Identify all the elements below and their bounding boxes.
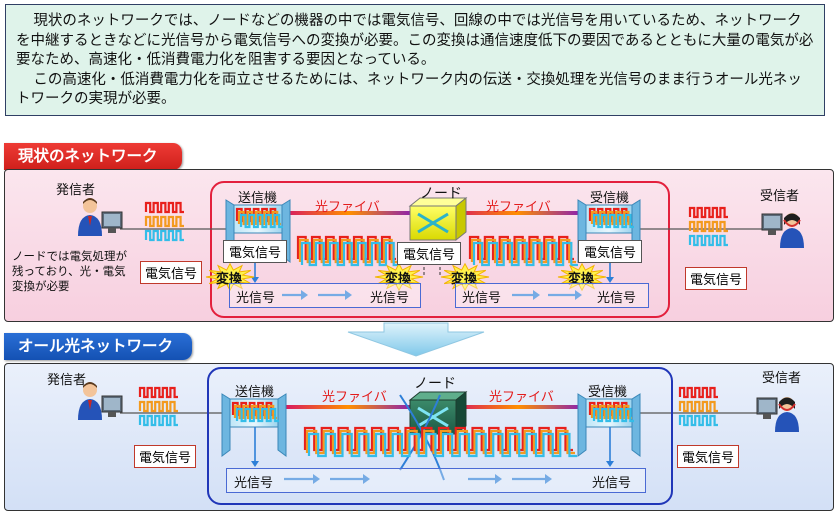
allopt-sender-wave-cyan: [138, 414, 178, 427]
allopt-fiber-right-label: 光ファイバ: [489, 390, 554, 405]
current-elec-sender-box: 電気信号: [140, 261, 203, 284]
current-elec-receiver-box: 電気信号: [685, 267, 748, 290]
current-sender-wave-orange: [144, 215, 184, 228]
allopt-receiver-person-icon: [756, 397, 799, 432]
current-optical-row-right: [455, 283, 649, 308]
current-transmitter-label: 送信機: [238, 191, 278, 206]
intro-paragraph-2: この高速化・低消費電力化を両立させるためには、ネットワーク内の伝送・交換処理を光…: [16, 71, 802, 108]
current-rx-down-arrow-head: [606, 277, 614, 283]
current-network-title: 現状のネットワーク: [4, 143, 182, 170]
current-fiber-wave-left-cyan: [300, 241, 400, 267]
current-arrow-3-head: [533, 290, 540, 300]
allopt-fiber-left-label: 光ファイバ: [322, 390, 387, 405]
current-node-note: ノードでは電気処理が残っており、光・電気変換が必要: [12, 249, 127, 293]
current-sender-person-icon: [78, 198, 123, 236]
current-elec-rx-box: 電気信号: [578, 240, 643, 263]
current-receiver-wave-cyan: [688, 234, 728, 247]
allopt-rx-wave-cyan: [592, 407, 634, 423]
transition-down-arrow: [347, 322, 485, 357]
current-fiber-right: [455, 211, 579, 215]
allopt-receiver-wave-cyan: [678, 414, 718, 427]
conversion-bursts: [205, 262, 607, 292]
allopt-arrow-2-head: [363, 474, 370, 484]
current-sender-wave-red: [144, 201, 184, 214]
current-arrow-4-head: [575, 290, 582, 300]
current-burst-1: [205, 262, 255, 292]
current-fiber-left-label: 光ファイバ: [315, 200, 380, 215]
allopt-network-title: オール光ネットワーク: [4, 333, 192, 360]
allopt-fiber-left: [286, 405, 410, 409]
allopt-elec-receiver-box: 電気信号: [677, 445, 740, 468]
current-rx-wave-cyan: [592, 213, 634, 229]
allopt-fiber-wave-red: [303, 426, 573, 452]
allopt-arrow-1-head: [313, 474, 320, 484]
current-optical-row-left: [229, 283, 421, 308]
allopt-arrow-4-head: [545, 474, 552, 484]
allopt-network-inner-frame: [207, 367, 673, 505]
current-fiber-left: [287, 211, 411, 215]
allopt-rx-down-arrow-head: [606, 461, 614, 467]
intro-paragraph-1: 現状のネットワークでは、ノードなどの機器の中では電気信号、回線の中では光信号を用…: [16, 13, 814, 68]
allopt-optical-row: [226, 468, 646, 493]
allopt-sender-wave-red: [138, 386, 178, 399]
allopt-sender-label: 発信者: [47, 373, 87, 388]
current-burst-3: [440, 262, 490, 292]
allopt-elec-sender-box: 電気信号: [134, 445, 197, 468]
allopt-tx-down-arrow-head: [251, 461, 259, 467]
allopt-fiber-right: [456, 405, 580, 409]
allopt-opt-b: 光信号: [592, 476, 632, 491]
current-node-cube: [408, 196, 468, 242]
current-receiver-wave-red: [688, 206, 728, 219]
current-burst-2: [374, 262, 424, 292]
signal-waveforms: [138, 201, 728, 458]
allopt-fiber-wave-orange: [305, 429, 575, 455]
allopt-opt-a: 光信号: [234, 476, 274, 491]
current-sender-wave-cyan: [144, 229, 184, 242]
current-burst-4: [557, 262, 607, 292]
allopt-tx-wave-cyan: [235, 407, 279, 423]
current-elec-node-box: 電気信号: [397, 242, 462, 265]
flow-arrows: [251, 258, 614, 484]
allopt-receiver-label: 受信者: [762, 371, 802, 386]
current-elec-tx-box: 電気信号: [223, 240, 288, 263]
current-receiver-label: 受信者: [760, 189, 800, 204]
allopt-receiver-wave-orange: [678, 400, 718, 413]
current-arrow-1-head: [301, 290, 308, 300]
current-opt-right-b: 光信号: [597, 291, 637, 306]
allopt-arrow-3-head: [495, 474, 502, 484]
current-opt-left-a: 光信号: [236, 291, 276, 306]
current-opt-right-a: 光信号: [462, 291, 502, 306]
current-receiver-device-label: 受信機: [590, 191, 630, 206]
current-receiver-wave-orange: [688, 220, 728, 233]
intro-text-box: 現状のネットワークでは、ノードなどの機器の中では電気信号、回線の中では光信号を用…: [5, 4, 825, 116]
current-node-label: ノード: [420, 186, 462, 202]
allopt-receiver-device-label: 受信機: [588, 385, 628, 400]
allopt-fiber-wave-cyan: [307, 432, 577, 458]
current-arrow-2-head: [345, 290, 352, 300]
current-sender-label: 発信者: [56, 183, 96, 198]
current-receiver-person-icon: [761, 213, 804, 248]
current-opt-left-b: 光信号: [370, 291, 410, 306]
allopt-transmitter-label: 送信機: [235, 385, 275, 400]
current-network-inner-frame: [210, 181, 670, 318]
current-tx-down-arrow-head: [251, 277, 259, 283]
allopt-receiver-wave-red: [678, 386, 718, 399]
allopt-node-label: ノード: [414, 376, 456, 392]
allopt-sender-wave-orange: [138, 400, 178, 413]
current-tx-wave-cyan: [239, 213, 283, 229]
allopt-sender-person-icon: [78, 382, 123, 420]
current-fiber-right-label: 光ファイバ: [486, 200, 551, 215]
current-fiber-wave-right-cyan: [472, 241, 578, 267]
